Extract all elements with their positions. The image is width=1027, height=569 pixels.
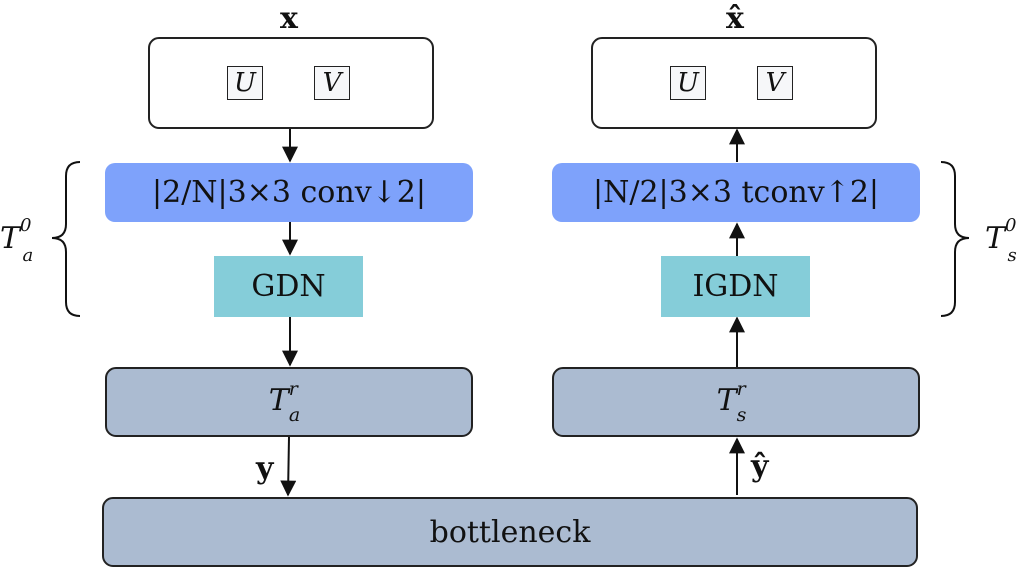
encoder-transform: Tra [105, 367, 473, 437]
arrow-ta-to-bottleneck [280, 436, 297, 497]
param-v: V [314, 66, 350, 100]
decoder-output-box: U V [591, 37, 877, 129]
decoder-transform-label: Trs [716, 378, 747, 426]
latent-y-hat-label: ŷ [751, 449, 769, 484]
bottleneck: bottleneck [102, 497, 918, 567]
decoder-bracket-label: T0s [985, 215, 1017, 266]
encoder-input-box: U V [148, 37, 434, 129]
decoder-output-label: x̂ [726, 1, 744, 36]
decoder-transform: Trs [552, 367, 920, 437]
igdn-layer: IGDN [661, 256, 810, 317]
encoder-transform-label: Tra [268, 378, 301, 426]
param-v: V [757, 66, 793, 100]
decoder-tconv-layer: |N/2|3×3 tconv↑2| [552, 163, 920, 222]
right-brace [940, 161, 970, 317]
param-u: U [670, 66, 706, 100]
param-u: U [227, 66, 263, 100]
encoder-input-label: x [280, 1, 298, 36]
gdn-layer: GDN [214, 256, 363, 317]
encoder-conv-layer: |2/N|3×3 conv↓2| [105, 163, 473, 222]
latent-y-label: y [256, 451, 274, 486]
left-brace [51, 161, 81, 317]
encoder-bracket-label: T0a [0, 215, 34, 266]
